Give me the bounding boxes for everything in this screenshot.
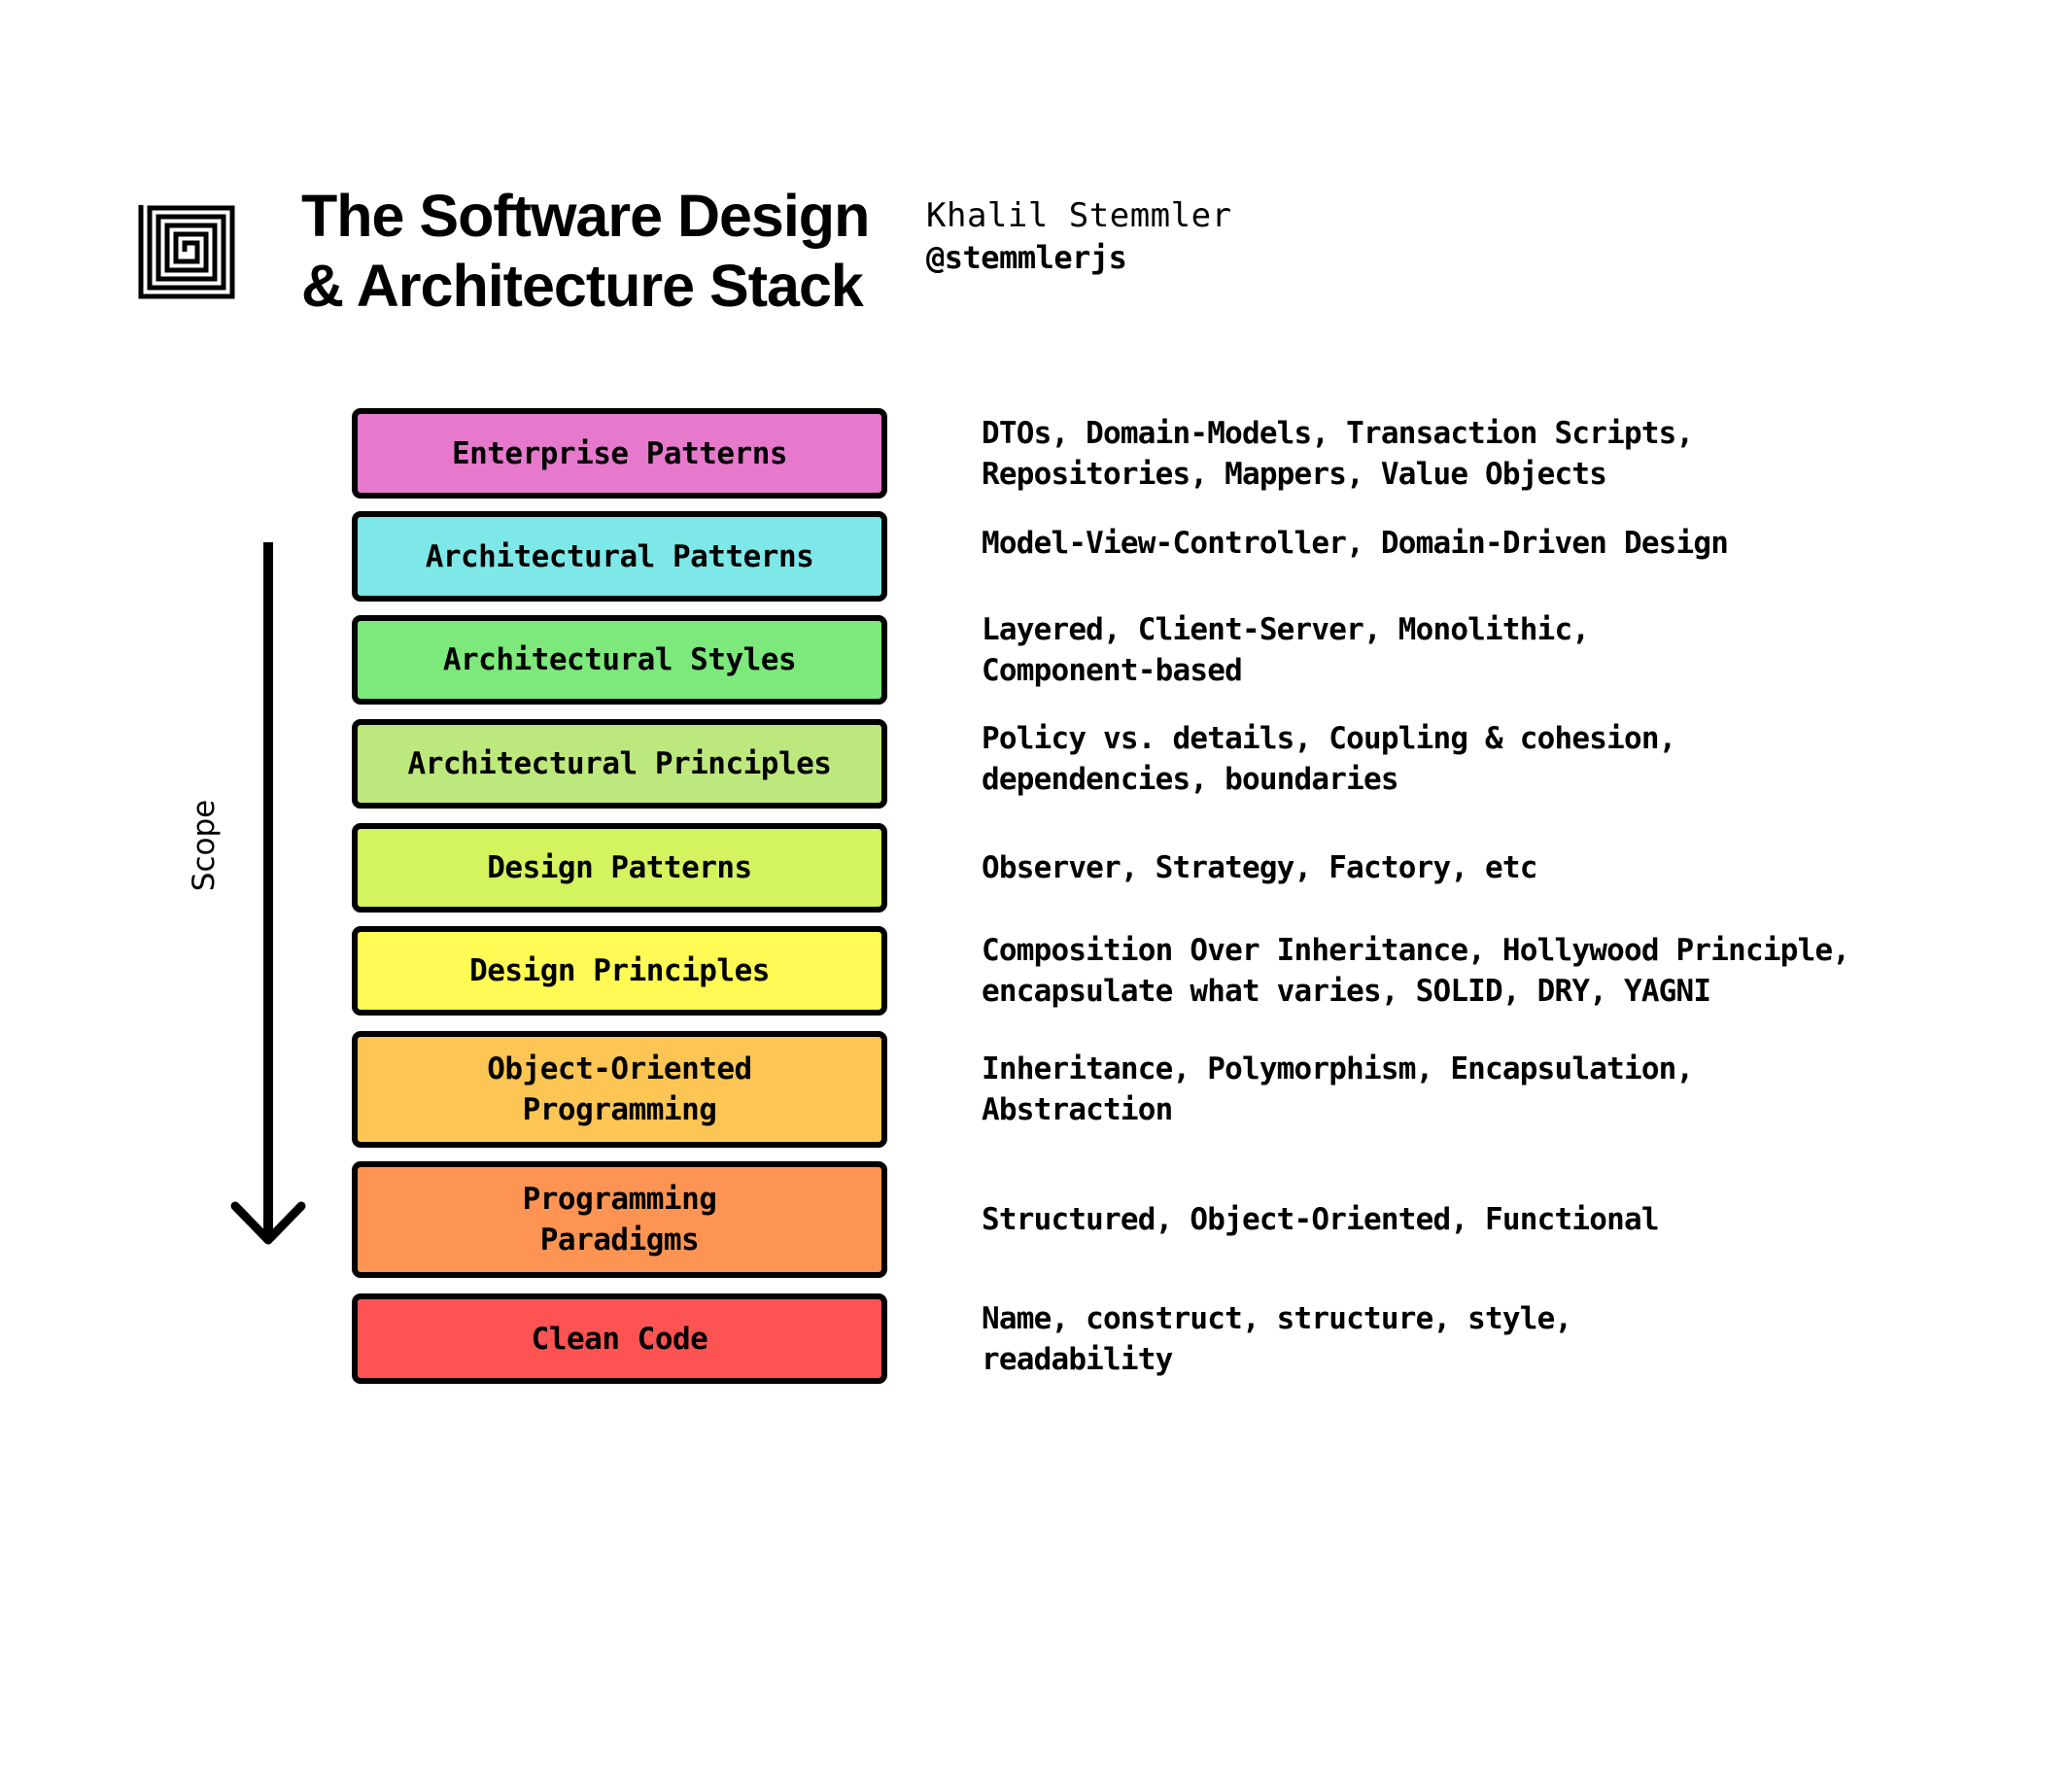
layer-label: Clean Code <box>531 1321 708 1357</box>
layer-design-principles: Design Principles <box>352 926 887 1016</box>
layer-label: Architectural Styles <box>442 642 797 677</box>
author-credit: Khalil Stemmler @stemmlerjs <box>926 194 1232 278</box>
layer-label: Enterprise Patterns <box>451 435 788 471</box>
layer-description: Inheritance, Polymorphism, Encapsulation… <box>982 1051 1694 1127</box>
title-line-2: & Architecture Stack <box>301 253 864 319</box>
layer-description: Name, construct, structure, style, reada… <box>982 1300 1572 1377</box>
layer-object-oriented-programming: Object-Oriented Programming <box>352 1031 887 1148</box>
layer-design-patterns: Design Patterns <box>352 823 887 913</box>
square-spiral-icon <box>138 205 235 299</box>
layer-description: Policy vs. details, Coupling & cohesion,… <box>982 721 1676 797</box>
page-title: The Software Design & Architecture Stack <box>301 181 870 321</box>
layer-label: Programming Paradigms <box>522 1182 717 1258</box>
layer-enterprise-patterns: Enterprise Patterns <box>352 408 887 499</box>
layer-description: Composition Over Inheritance, Hollywood … <box>982 933 1850 1009</box>
layer-description: Model-View-Controller, Domain-Driven Des… <box>982 525 1729 561</box>
layer-label: Object-Oriented Programming <box>487 1051 752 1127</box>
layer-description: DTOs, Domain-Models, Transaction Scripts… <box>982 415 1694 492</box>
author-handle: @stemmlerjs <box>926 239 1127 276</box>
title-line-1: The Software Design <box>301 183 870 249</box>
layer-programming-paradigms: Programming Paradigms <box>352 1161 887 1278</box>
layer-label: Design Principles <box>469 953 770 988</box>
layer-label: Architectural Principles <box>407 746 832 781</box>
layer-architectural-principles: Architectural Principles <box>352 719 887 809</box>
author-name: Khalil Stemmler <box>926 196 1232 235</box>
layer-label: Architectural Patterns <box>425 538 814 574</box>
layer-description: Structured, Object-Oriented, Functional <box>982 1202 1659 1237</box>
layer-architectural-patterns: Architectural Patterns <box>352 511 887 602</box>
layer-description: Observer, Strategy, Factory, etc <box>982 850 1537 885</box>
layer-clean-code: Clean Code <box>352 1293 887 1384</box>
arrow-down-icon <box>230 542 306 1245</box>
layer-architectural-styles: Architectural Styles <box>352 615 887 705</box>
layer-label: Design Patterns <box>487 850 752 885</box>
layer-description: Layered, Client-Server, Monolithic, Comp… <box>982 612 1590 688</box>
